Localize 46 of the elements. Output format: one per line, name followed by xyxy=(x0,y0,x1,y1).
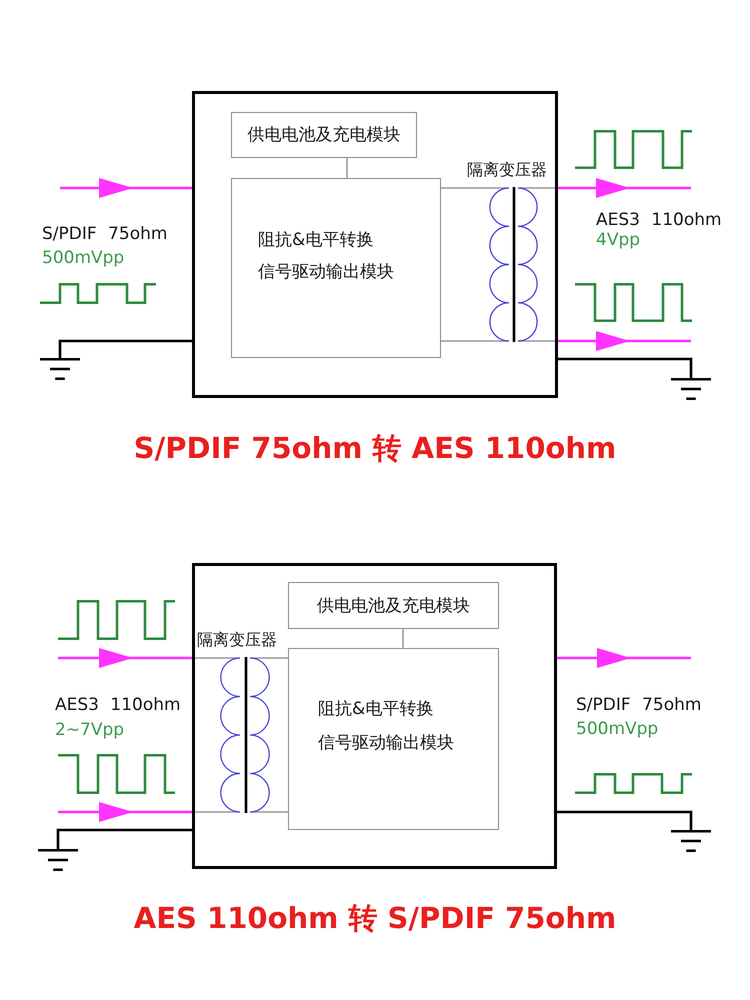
wire xyxy=(441,187,489,189)
module-label: 供电电池及充电模块 xyxy=(317,594,470,618)
module-box xyxy=(231,112,417,158)
voltage-label: 4Vpp xyxy=(596,229,640,251)
module-label: 阻抗&电平转换 xyxy=(318,698,434,721)
ground-symbol xyxy=(40,358,80,380)
conversion-label: AES 110ohm 转 S/PDIF 75ohm xyxy=(132,900,618,937)
signal-label: S/PDIF 75ohm xyxy=(576,694,702,716)
wire xyxy=(402,629,404,648)
signal-label: S/PDIF 75ohm xyxy=(42,223,168,245)
module-box xyxy=(288,582,499,629)
signal-arrow xyxy=(58,802,195,822)
wire xyxy=(557,810,692,830)
wire xyxy=(558,358,692,378)
signal-arrow xyxy=(555,331,691,351)
signal-label: AES3 110ohm xyxy=(596,209,722,231)
signal-arrow xyxy=(60,178,192,198)
voltage-label: 500mVpp xyxy=(42,247,124,269)
transformer-symbol xyxy=(489,186,555,343)
module-label: 阻抗&电平转换 xyxy=(258,229,374,252)
transformer-symbol xyxy=(195,655,271,815)
wire xyxy=(441,340,489,342)
module-box xyxy=(288,648,499,830)
conversion-label: S/PDIF 75ohm 转 AES 110ohm xyxy=(132,430,618,467)
wire xyxy=(271,811,288,813)
transformer-label: 隔离变压器 xyxy=(197,630,277,650)
signal-arrow xyxy=(555,178,691,198)
signal-arrow xyxy=(58,648,195,668)
module-label: 信号驱动输出模块 xyxy=(318,732,454,755)
module-label: 信号驱动输出模块 xyxy=(258,261,394,284)
device-enclosure xyxy=(192,91,558,398)
module-box xyxy=(231,178,441,358)
ground-symbol xyxy=(671,378,711,400)
module-label: 供电电池及充电模块 xyxy=(248,124,400,147)
wire xyxy=(58,340,192,358)
voltage-label: 500mVpp xyxy=(576,718,658,740)
wire xyxy=(56,828,192,849)
ground-symbol xyxy=(671,830,711,852)
wire xyxy=(346,158,348,178)
ground-symbol xyxy=(38,849,78,871)
signal-label: AES3 110ohm xyxy=(55,694,181,716)
transformer-label: 隔离变压器 xyxy=(467,160,547,180)
signal-arrow xyxy=(557,648,691,668)
voltage-label: 2~7Vpp xyxy=(55,719,124,741)
device-enclosure xyxy=(192,563,557,869)
wire xyxy=(271,657,288,659)
